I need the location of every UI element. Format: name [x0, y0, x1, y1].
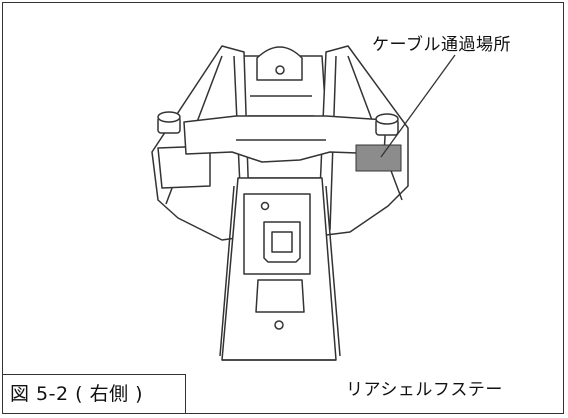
figure-frame [2, 2, 564, 414]
top-ear-tab [256, 46, 303, 81]
part-name-caption: リアシェルフステー [346, 380, 503, 400]
cross-strap [183, 115, 387, 163]
cable-pass-area [355, 144, 402, 172]
figure-label: 図 5-2 ( 右側 ) [2, 374, 186, 414]
callout-label: ケーブル通過場所 [372, 35, 511, 55]
bottom-hole [274, 320, 284, 330]
top-ear-hole [275, 65, 285, 75]
callout-leader [380, 54, 456, 158]
stem-recess [263, 221, 301, 263]
lower-tab [255, 279, 305, 313]
